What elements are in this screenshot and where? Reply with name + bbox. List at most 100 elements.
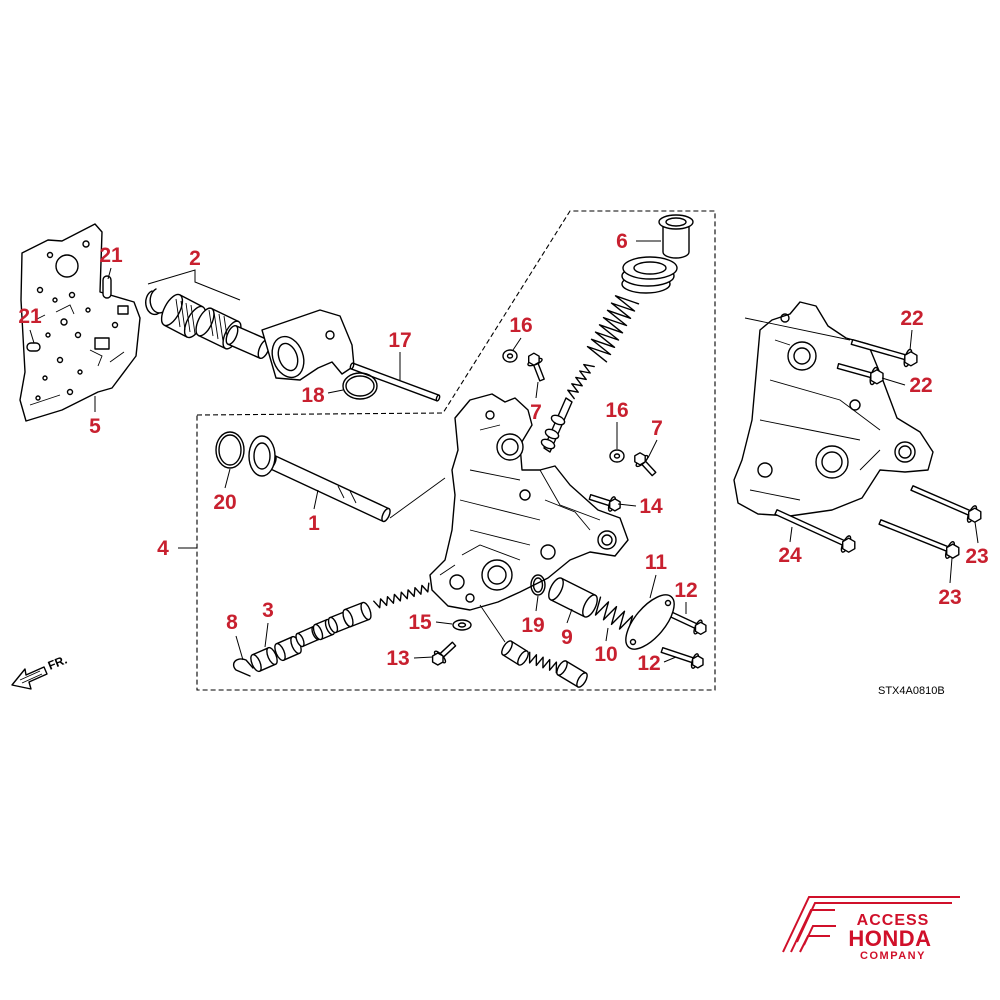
cylinder-end (576, 672, 588, 688)
callout-6: 6 (616, 230, 628, 253)
bolt-shank (878, 519, 952, 553)
bolt-7-upper (527, 352, 545, 382)
callout-2: 2 (189, 247, 201, 270)
hex-head (431, 652, 444, 666)
cylinder-end (360, 601, 372, 621)
front-arrow-icon (11, 666, 48, 690)
small-spring-upper (567, 363, 595, 400)
callout-21: 21 (99, 244, 123, 267)
callout-8: 8 (226, 611, 238, 634)
callout-20: 20 (213, 491, 236, 514)
cover-plate-11 (625, 594, 675, 650)
callout-4: 4 (157, 537, 169, 560)
valve-shaft-1 (248, 435, 391, 523)
assembly-boundary (196, 210, 716, 691)
shaft-assembly-2 (145, 288, 355, 381)
callout-12: 12 (637, 652, 660, 675)
bolt-22-lower (836, 363, 884, 386)
valve-cap-6 (658, 214, 694, 259)
dowel-pin-left (26, 342, 41, 352)
callout-12: 12 (674, 579, 697, 602)
callout-19: 19 (521, 614, 544, 637)
cylinder-end (266, 646, 278, 666)
callout-11: 11 (645, 551, 668, 574)
diagram-code: STX4A0810B (878, 685, 945, 697)
bolt-23-lower (878, 519, 960, 559)
valve-plug-lower (556, 660, 588, 688)
hex-head (691, 655, 704, 669)
washer-16-right (609, 449, 625, 463)
cylinder-end (274, 642, 286, 662)
cylinder-end (548, 577, 564, 601)
callout-17: 17 (388, 329, 411, 352)
hex-head (694, 621, 707, 635)
cylinder-end (501, 640, 513, 656)
callout-14: 14 (639, 495, 663, 518)
callout-3: 3 (262, 599, 274, 622)
callout-23: 23 (965, 545, 988, 568)
washer-16-upper (502, 349, 518, 363)
callout-16: 16 (605, 399, 628, 422)
cylinder-end (517, 650, 529, 666)
logo-line-1: ACCESS (857, 912, 930, 929)
valve-cap-3 (250, 646, 278, 673)
spring-coil (373, 582, 430, 609)
hex-head (870, 369, 884, 385)
hex-head (609, 498, 621, 512)
connector-line (744, 317, 851, 341)
callout-15: 15 (408, 611, 432, 634)
callout-10: 10 (594, 643, 617, 666)
valve-spool-d (342, 601, 372, 628)
callout-21: 21 (18, 305, 42, 328)
cylinder-end (295, 632, 305, 648)
hex-head (946, 543, 960, 559)
accumulator-spring-10 (594, 596, 634, 635)
callout-24: 24 (778, 544, 802, 567)
retaining-clip-8 (232, 658, 254, 677)
o-ring-19 (530, 574, 546, 596)
cylinder-end (349, 362, 355, 370)
bolt-22-upper (850, 339, 918, 368)
cylinder-end (556, 660, 568, 676)
spring-coil (567, 363, 595, 400)
washer-15 (452, 619, 472, 631)
callout-22: 22 (909, 374, 932, 397)
bolt-14 (588, 494, 621, 512)
dowel-pin-upper (102, 275, 112, 299)
connector-line (479, 604, 506, 643)
spring-seats (621, 256, 678, 294)
separator-plate (19, 223, 141, 422)
o-ring-20 (215, 431, 245, 469)
valve-sleeve (274, 635, 302, 662)
cylinder-end (225, 324, 239, 346)
bolt-12-upper (666, 610, 707, 635)
spring-coil (594, 596, 634, 635)
callout-18: 18 (301, 384, 325, 407)
bolt-24 (774, 509, 856, 553)
valve-lower (501, 640, 529, 666)
cylinder-end (381, 507, 391, 523)
access-honda-logo: ACCESS HONDA COMPANY (782, 896, 960, 962)
bolt-shank (774, 509, 848, 547)
callout-22: 22 (900, 307, 923, 330)
cylinder-end (582, 594, 598, 618)
front-label: FR. (46, 653, 69, 673)
cylinder-body (268, 455, 390, 522)
cylinder-end (160, 293, 184, 327)
logo-line-3: COMPANY (860, 950, 926, 962)
bolt-shank (910, 485, 974, 517)
cylinder-end (312, 623, 324, 641)
spring-coil (528, 651, 558, 674)
bolt-23-upper (910, 485, 982, 523)
callout-9: 9 (561, 626, 573, 649)
hex-head (968, 507, 982, 523)
cylinder-end (435, 394, 441, 402)
callout-23: 23 (938, 586, 961, 609)
spring-coil (586, 295, 640, 363)
hex-head (528, 352, 540, 366)
leader-lines (29, 240, 979, 663)
spring-lower (528, 651, 558, 674)
callouts: 21 21 2 5 17 18 6 16 7 16 7 14 22 22 4 2… (18, 230, 988, 675)
bolt-13 (431, 641, 457, 666)
